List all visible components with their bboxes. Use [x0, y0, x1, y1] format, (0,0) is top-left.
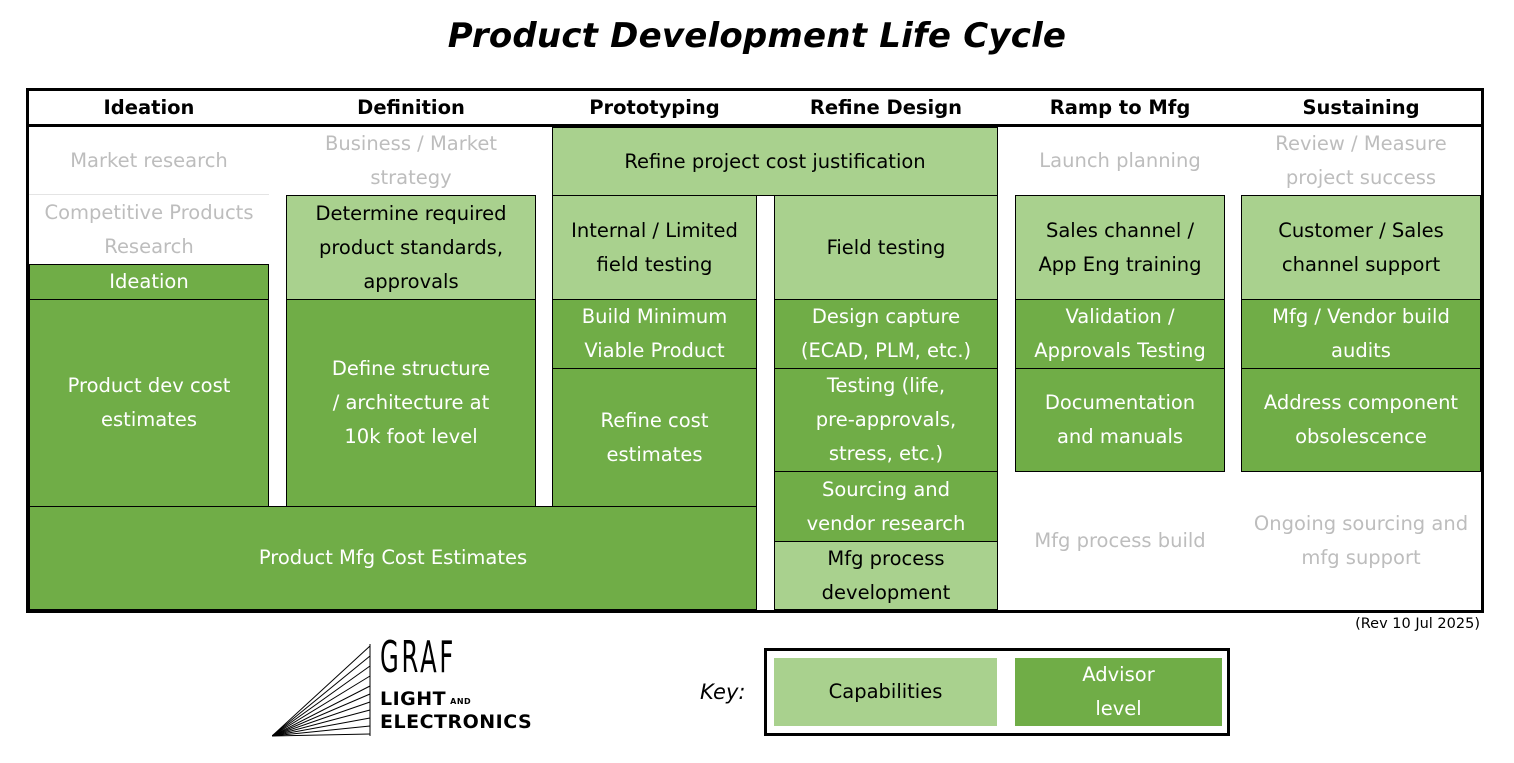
cell-market-research: Market research	[29, 127, 269, 195]
revision-note: (Rev 10 Jul 2025)	[1355, 616, 1480, 632]
cell-testing: Testing (life, pre-approvals, stress, et…	[774, 368, 998, 472]
cell-documentation-manuals: Documentation and manuals	[1015, 368, 1225, 472]
cell-mfg-process-development: Mfg process development	[774, 541, 998, 610]
key-capabilities: Capabilities	[774, 658, 997, 726]
key-advisor-level: Advisor level	[1015, 658, 1222, 726]
lifecycle-table-frame	[26, 88, 1484, 613]
cell-design-capture: Design capture (ECAD, PLM, etc.)	[774, 299, 998, 369]
key-label: Key:	[700, 680, 746, 704]
cell-vendor-build-audits: Mfg / Vendor build audits	[1241, 299, 1481, 369]
cell-ideation: Ideation	[29, 264, 269, 300]
phase-header-definition: Definition	[357, 96, 465, 119]
cell-define-structure: Define structure / architecture at 10k f…	[286, 299, 536, 507]
phase-header-ramp-to-mfg: Ramp to Mfg	[1049, 96, 1191, 119]
cell-field-testing: Field testing	[774, 195, 998, 300]
cell-build-mvp: Build Minimum Viable Product	[552, 299, 757, 369]
cell-ongoing-sourcing-support: Ongoing sourcing and mfg support	[1253, 512, 1469, 569]
cell-internal-limited-field-testing: Internal / Limited field testing	[552, 195, 757, 300]
logo-wordmark-electronics: ELECTRONICS	[380, 711, 533, 733]
graf-logo-icon	[272, 644, 371, 737]
phase-header-prototyping: Prototyping	[589, 96, 720, 119]
cell-determine-standards: Determine required product standards, ap…	[286, 195, 536, 300]
cell-customer-sales-support: Customer / Sales channel support	[1241, 195, 1481, 300]
logo-wordmark-graf: GRAF	[380, 632, 457, 683]
cell-component-obsolescence: Address component obsolescence	[1241, 368, 1481, 472]
cell-product-mfg-cost-estimates: Product Mfg Cost Estimates	[29, 506, 757, 610]
cell-sourcing-vendor-research: Sourcing and vendor research	[774, 471, 998, 542]
cell-launch-planning: Launch planning	[1039, 149, 1201, 172]
cell-review-measure-success: Review / Measure project success	[1275, 132, 1447, 189]
cell-product-dev-cost-estimates: Product dev cost estimates	[29, 299, 269, 507]
cell-business-market-strategy: Business / Market strategy	[325, 132, 497, 189]
key-box	[764, 648, 1230, 736]
cell-validation-approvals-testing: Validation / Approvals Testing	[1015, 299, 1225, 369]
phase-header-refine-design: Refine Design	[809, 96, 963, 119]
phase-header-sustaining: Sustaining	[1302, 96, 1420, 119]
header-divider	[26, 124, 1484, 127]
cell-competitive-products-research: Competitive Products Research	[44, 201, 254, 258]
cell-mfg-process-build: Mfg process build	[1034, 529, 1206, 552]
phase-header-ideation: Ideation	[103, 96, 195, 119]
page-title: Product Development Life Cycle	[447, 16, 1067, 56]
cell-refine-cost-estimates: Refine cost estimates	[552, 368, 757, 507]
cell-refine-project-cost-justification: Refine project cost justification	[552, 127, 998, 196]
cell-sales-channel-training: Sales channel / App Eng training	[1015, 195, 1225, 300]
